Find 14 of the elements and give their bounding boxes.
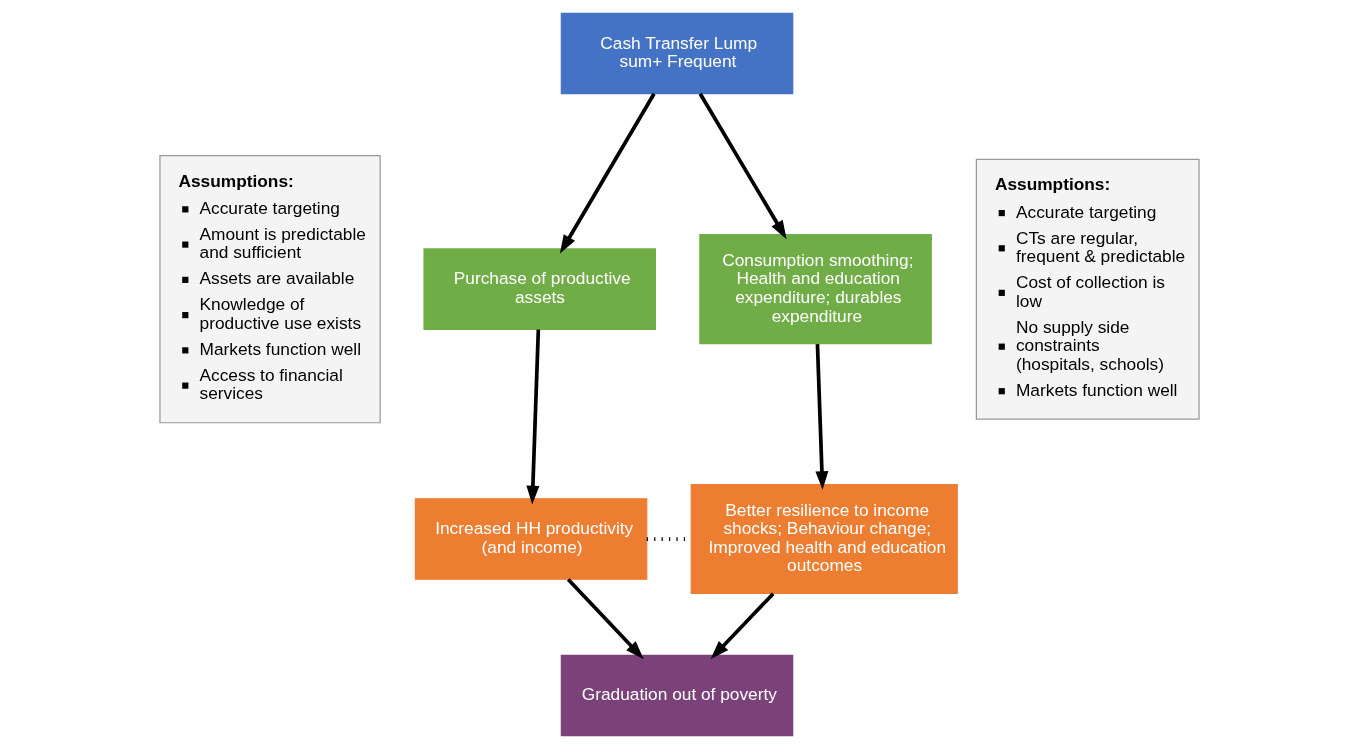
arrow <box>698 92 787 240</box>
arrow <box>814 344 828 490</box>
node-box: Graduation out of poverty <box>560 654 793 737</box>
arrow <box>710 592 774 660</box>
node-box: Assumptions: Accurate targeting Amount is predictable and sufficient Assets are available Knowledge of productive use exists Markets function well Access to financial services <box>158 154 381 424</box>
arrow <box>525 329 540 505</box>
node-box: Cash Transfer Lump sum+ Frequent <box>560 12 793 95</box>
node-box: Better resilience to income shocks; Behaviour change; Improved health and education outcomes <box>690 484 958 595</box>
node-box: Assumptions: Accurate targeting CTs are regular, frequent & predictable Cost of collection is low No supply side constraints (hospitals, schools) Markets function well <box>975 158 1200 420</box>
node-box: Consumption smoothing; Health and education expenditure; durables expenditure <box>698 234 932 345</box>
arrow <box>566 578 644 660</box>
node-box: Purchase of productive assets <box>422 248 656 330</box>
arrow <box>559 92 656 254</box>
node-box: Increased HH productivity (and income) <box>414 498 647 580</box>
